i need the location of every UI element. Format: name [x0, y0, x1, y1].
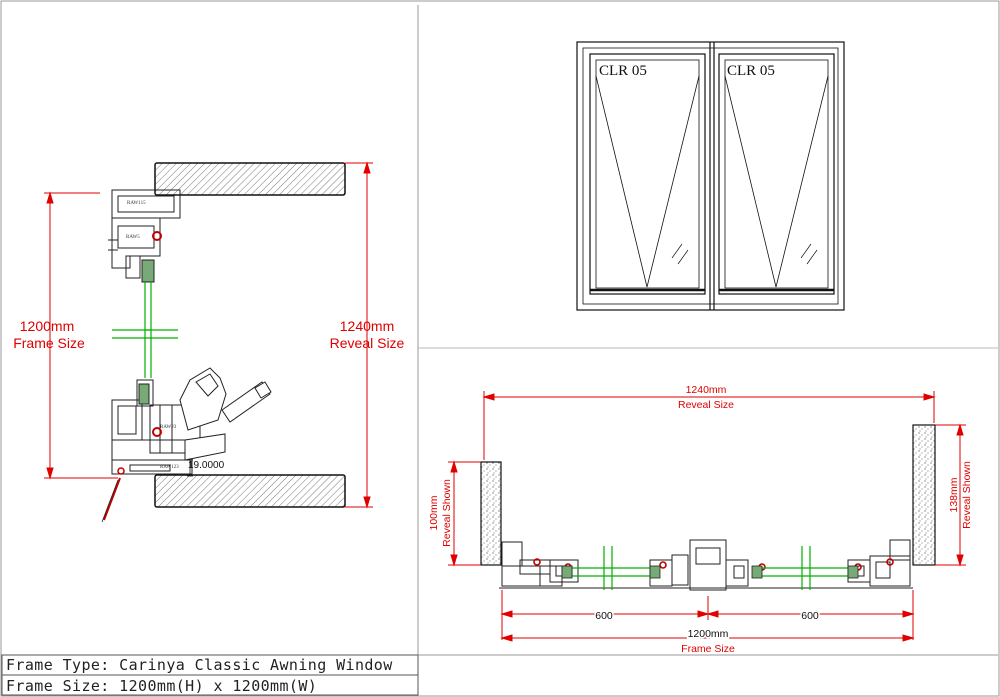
sill-seal [152, 427, 162, 437]
frame-size-label: Frame Size [13, 335, 85, 351]
left-reveal-value: 100mm [428, 495, 440, 530]
top-reveal-lining [154, 162, 346, 196]
head-frame-profile [108, 189, 181, 279]
right-half-value: 600 [801, 610, 819, 622]
head-glazing-bead [141, 259, 155, 283]
window-elevation [576, 41, 845, 311]
frame-size-value: 1200mm [20, 318, 74, 334]
left-jamb-profile [501, 541, 563, 587]
frame-size-text: Frame Size: 1200mm(H) x 1200mm(W) [6, 677, 317, 695]
h-frame-size-value: 1200mm [688, 628, 729, 640]
left-reveal-dimension-line [448, 460, 481, 567]
left-reveal-lining [480, 461, 502, 566]
sash-left-label: CLR 05 [599, 63, 647, 79]
h-reveal-size-value: 1240mm [686, 384, 727, 396]
profile-label-raw115: RAW115 [127, 201, 146, 206]
sash-left [589, 53, 706, 295]
winder-handle [179, 367, 272, 461]
left-half-value: 600 [595, 610, 613, 622]
h-reveal-dimension-line [482, 391, 936, 460]
right-reveal-label: Reveal Shown [961, 461, 973, 529]
h-frame-size-label: Frame Size [681, 643, 735, 655]
horizontal-section: 1240mm Reveal Size 100mm Reveal Shown 13… [428, 384, 973, 655]
drip-flashing [103, 477, 121, 521]
profile-label-raw5: RAW5 [126, 235, 140, 240]
offset-dimension: 19.0000 [188, 460, 225, 471]
title-block: Frame Type: Carinya Classic Awning Windo… [1, 654, 998, 696]
sill-seal-small [117, 467, 125, 475]
profile-label-raw123: RAW123 [160, 465, 179, 470]
right-jamb-profile [869, 539, 911, 587]
half-width-dimension-lines [500, 590, 915, 640]
sash-right [718, 53, 835, 295]
left-reveal-label: Reveal Shown [441, 479, 453, 547]
profile-label-raw23: RAW23 [160, 425, 177, 430]
h-frame-size-dimension-line [500, 634, 915, 642]
horizontal-glass [561, 546, 859, 590]
bottom-reveal-lining [154, 474, 346, 508]
frame-size-dimension-line [44, 191, 118, 480]
reveal-size-label: Reveal Size [330, 335, 405, 351]
right-reveal-lining [912, 424, 936, 566]
glass-pane [112, 282, 178, 378]
right-reveal-value: 138mm [948, 477, 960, 512]
sill-glazing-bead [138, 383, 150, 405]
sash-right-label: CLR 05 [727, 63, 775, 79]
reveal-size-value: 1240mm [340, 318, 394, 334]
head-seal [152, 231, 162, 241]
right-reveal-dimension-line [935, 423, 966, 567]
mullion-profile [649, 539, 749, 591]
frame-type-text: Frame Type: Carinya Classic Awning Windo… [6, 656, 393, 674]
reveal-size-dimension-line [345, 161, 373, 509]
h-reveal-size-label: Reveal Size [678, 399, 734, 411]
vertical-section: RAW115 RAW5 RAW123 RAW23 [13, 161, 405, 523]
